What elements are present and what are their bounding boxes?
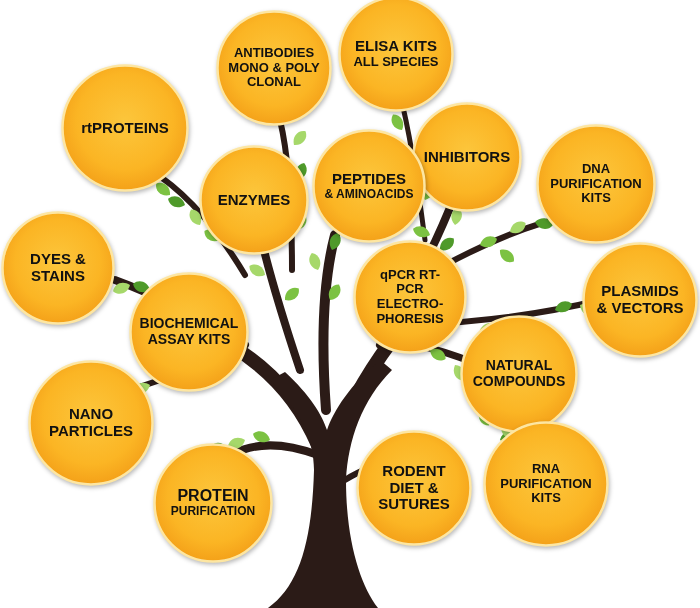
leaf — [307, 251, 323, 272]
category-label: PROTEIN — [161, 487, 265, 505]
category-label: INHIBITORS — [415, 149, 519, 166]
circle-shape — [358, 432, 471, 545]
circle-shape — [63, 66, 188, 191]
circle-content: BIOCHEMICAL ASSAY KITS — [129, 272, 249, 392]
leaf — [290, 128, 310, 149]
category-circle: PEPTIDES& AMINOACIDS — [312, 129, 426, 243]
circle-content: DYES & STAINS — [1, 211, 115, 325]
leaf — [388, 112, 406, 133]
category-label: DYES & STAINS — [20, 251, 96, 285]
category-label: qPCR RT-PCR ELECTRO-PHORESIS — [372, 268, 448, 326]
leaf — [507, 218, 528, 236]
category-circle: DYES & STAINS — [1, 211, 115, 325]
category-circle: qPCR RT-PCR ELECTRO-PHORESIS — [353, 240, 467, 354]
category-circle: DNA PURIFICATION KITS — [536, 124, 656, 244]
circle-content: rtPROTEINS — [61, 64, 189, 192]
category-circle: RNA PURIFICATION KITS — [483, 421, 609, 547]
leaf — [282, 284, 303, 304]
category-label: PLASMIDS & VECTORS — [594, 283, 686, 317]
leaf — [247, 261, 268, 279]
category-circle: ELISA KITSALL SPECIES — [338, 0, 454, 112]
category-circle: PROTEINPURIFICATION — [153, 443, 273, 563]
circle-content: PLASMIDS & VECTORS — [582, 242, 698, 358]
circle-content: DNA PURIFICATION KITS — [536, 124, 656, 244]
category-circle: BIOCHEMICAL ASSAY KITS — [129, 272, 249, 392]
category-label: BIOCHEMICAL ASSAY KITS — [137, 316, 241, 347]
category-circle: INHIBITORS — [412, 102, 522, 212]
branch — [323, 235, 335, 410]
circle-shape — [538, 126, 655, 243]
category-label: NANO PARTICLES — [44, 406, 138, 440]
circle-content: ELISA KITSALL SPECIES — [338, 0, 454, 112]
category-label: & AMINOACIDS — [314, 188, 424, 201]
circle-shape — [201, 147, 308, 254]
category-label: RNA PURIFICATION KITS — [494, 462, 598, 506]
category-circle: NATURAL COMPOUNDS — [460, 315, 578, 433]
category-circle: RODENT DIET & SUTURES — [356, 430, 472, 546]
category-label: PEPTIDES — [317, 171, 421, 188]
circle-shape — [340, 0, 453, 111]
circle-shape — [3, 213, 114, 324]
circle-content: qPCR RT-PCR ELECTRO-PHORESIS — [353, 240, 467, 354]
circle-content: PEPTIDES& AMINOACIDS — [312, 129, 426, 243]
circle-content: RODENT DIET & SUTURES — [356, 430, 472, 546]
circle-content: ENZYMES — [199, 145, 309, 255]
circle-shape — [131, 274, 248, 391]
category-circle: ANTIBODIES MONO & POLY CLONAL — [216, 10, 332, 126]
category-label: ELISA KITS — [340, 38, 452, 55]
circle-shape — [414, 104, 521, 211]
category-circle: ENZYMES — [199, 145, 309, 255]
circle-content: RNA PURIFICATION KITS — [483, 421, 609, 547]
category-circle: rtPROTEINS — [61, 64, 189, 192]
category-circle: PLASMIDS & VECTORS — [582, 242, 698, 358]
category-label: rtPROTEINS — [67, 120, 183, 137]
circle-shape — [462, 317, 577, 432]
circle-shape — [485, 423, 608, 546]
circle-shape — [355, 242, 466, 353]
leaf — [166, 194, 187, 210]
category-label: DNA PURIFICATION KITS — [544, 162, 648, 206]
circle-shape — [584, 244, 697, 357]
circle-shape — [155, 445, 272, 562]
circle-shape — [218, 12, 331, 125]
circle-content: NANO PARTICLES — [28, 360, 154, 486]
category-label: RODENT DIET & SUTURES — [373, 463, 455, 513]
circle-content: PROTEINPURIFICATION — [153, 443, 273, 563]
category-label: ENZYMES — [202, 192, 306, 209]
category-label: ANTIBODIES MONO & POLY CLONAL — [225, 46, 323, 90]
category-circle: NANO PARTICLES — [28, 360, 154, 486]
circle-content: INHIBITORS — [412, 102, 522, 212]
leaf — [251, 429, 272, 445]
leaf — [111, 280, 132, 296]
category-label: PURIFICATION — [157, 505, 269, 518]
leaf — [497, 246, 518, 266]
circle-shape — [314, 131, 425, 242]
leaf — [478, 234, 499, 250]
category-label: NATURAL COMPOUNDS — [467, 358, 571, 389]
leaf — [325, 282, 343, 303]
leaf — [411, 224, 432, 240]
circle-shape — [30, 362, 153, 485]
leaves — [107, 112, 598, 470]
circle-content: NATURAL COMPOUNDS — [460, 315, 578, 433]
leaf — [553, 299, 574, 315]
circle-content: ANTIBODIES MONO & POLY CLONAL — [216, 10, 332, 126]
category-label: ALL SPECIES — [340, 55, 452, 70]
